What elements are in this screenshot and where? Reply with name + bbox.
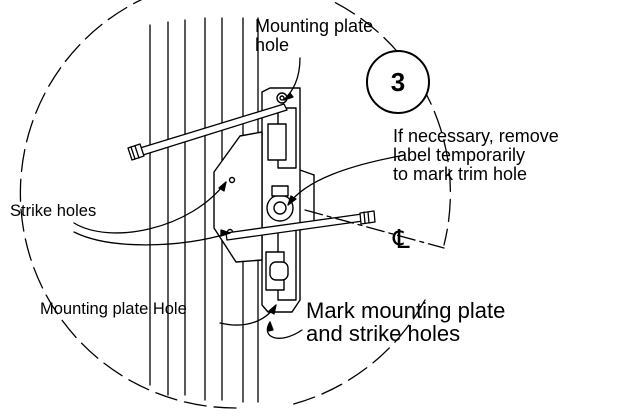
lower-pin <box>225 210 376 241</box>
step-number-badge: 3 <box>366 50 430 114</box>
label-strike-holes: Strike holes <box>10 202 97 220</box>
label-mounting-plate-hole-top: Mounting plate hole <box>255 17 373 55</box>
arrow-mark-holes <box>266 321 303 339</box>
detail-circle <box>19 0 451 409</box>
label-line: to mark trim hole <box>393 163 528 184</box>
label-line: Mounting plate <box>255 16 374 36</box>
label-line: If necessary, remove <box>393 126 559 146</box>
label-mounting-plate-hole-bottom: Mounting plate Hole <box>40 300 187 318</box>
detail-circle-lower <box>289 299 426 406</box>
label-mark-holes-instruction: Mark mounting plate and strike holes <box>306 299 505 345</box>
centerline <box>304 209 445 249</box>
centerline-symbol: ℄ <box>393 224 410 254</box>
upper-pin <box>127 103 288 161</box>
label-line: hole <box>255 34 290 55</box>
mounting-plate <box>213 87 315 313</box>
label-remove-label-note: If necessary, remove label temporarily t… <box>393 127 559 184</box>
label-line: and strike holes <box>306 321 461 347</box>
arrow-strike-upper <box>73 181 227 234</box>
arrow-remove-label <box>287 154 406 206</box>
label-line: label temporarily <box>393 144 526 165</box>
label-line: Mark mounting plate <box>306 298 506 323</box>
arrow-strike-lower <box>73 231 231 246</box>
